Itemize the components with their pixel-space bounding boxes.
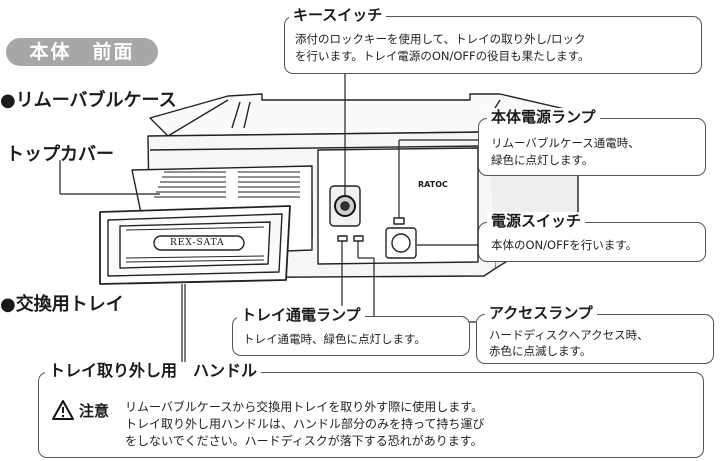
warning-icon: [52, 400, 74, 420]
power-switch-callout: 電源スイッチ 本体のON/OFFを行います。: [478, 212, 706, 262]
access-lamp-desc-1: ハードディスクへアクセス時、: [489, 328, 649, 342]
tray-power-lamp-title: トレイ通電ランプ: [237, 306, 365, 324]
key-switch-desc-2: を行います。トレイ電源のON/OFFの役目も果たします。: [295, 49, 590, 63]
tray-power-lamp-desc: トレイ通電時、緑色に点灯します。: [243, 332, 426, 346]
brand-logo: RATOC: [418, 180, 448, 189]
main-power-lamp-desc-1: リムーバブルケース通電時、: [491, 136, 640, 150]
section-title: 本体 前面: [6, 38, 158, 66]
handle-note-2: トレイ取り外し用ハンドルは、ハンドル部分のみを持って持ち運び: [125, 417, 485, 431]
main-power-lamp-callout: 本体電源ランプ リムーバブルケース通電時、 緑色に点灯します。: [478, 108, 706, 176]
key-switch-desc-1: 添付のロックキーを使用して、トレイの取り外し/ロック: [295, 32, 586, 46]
power-switch-desc: 本体のON/OFFを行います。: [491, 238, 638, 252]
note-label: 注意: [79, 402, 110, 420]
main-power-lamp-title: 本体電源ランプ: [487, 108, 600, 126]
handle-title: トレイ取り外し用 ハンドル: [45, 362, 262, 380]
key-switch-callout: キースイッチ 添付のロックキーを使用して、トレイの取り外し/ロック を行います。…: [284, 6, 702, 74]
main-power-lamp: [393, 217, 405, 225]
handle-note-1: リムーバブルケースから交換用トレイを取り外す際に使用します。: [125, 400, 484, 414]
main-power-lamp-desc-2: 緑色に点灯します。: [491, 153, 594, 167]
access-lamp-title: アクセスランプ: [485, 304, 597, 322]
removable-case-heading: ●リムーバブルケース: [0, 90, 177, 111]
access-lamp-desc-2: 赤色に点滅します。: [489, 344, 592, 358]
tray-power-lamp-callout: トレイ通電ランプ トレイ通電時、緑色に点灯します。: [232, 306, 470, 356]
handle-note-3: をしないでください。ハードディスクが落下する恐れがあります。: [125, 434, 483, 448]
key-switch-title: キースイッチ: [289, 6, 387, 24]
tray-label: REX-SATA: [170, 238, 225, 248]
exchange-tray-heading: ●交換用トレイ: [0, 294, 124, 315]
access-lamp: [353, 235, 364, 242]
handle-callout: トレイ取り外し用 ハンドル 注意 リムーバブルケースから交換用トレイを取り外す際…: [38, 362, 704, 458]
access-lamp-callout: アクセスランプ ハードディスクへアクセス時、 赤色に点滅します。: [476, 304, 714, 364]
power-switch-title: 電源スイッチ: [487, 212, 586, 230]
top-cover-heading: トップカバー: [6, 144, 114, 165]
tray-power-lamp: [337, 235, 348, 242]
